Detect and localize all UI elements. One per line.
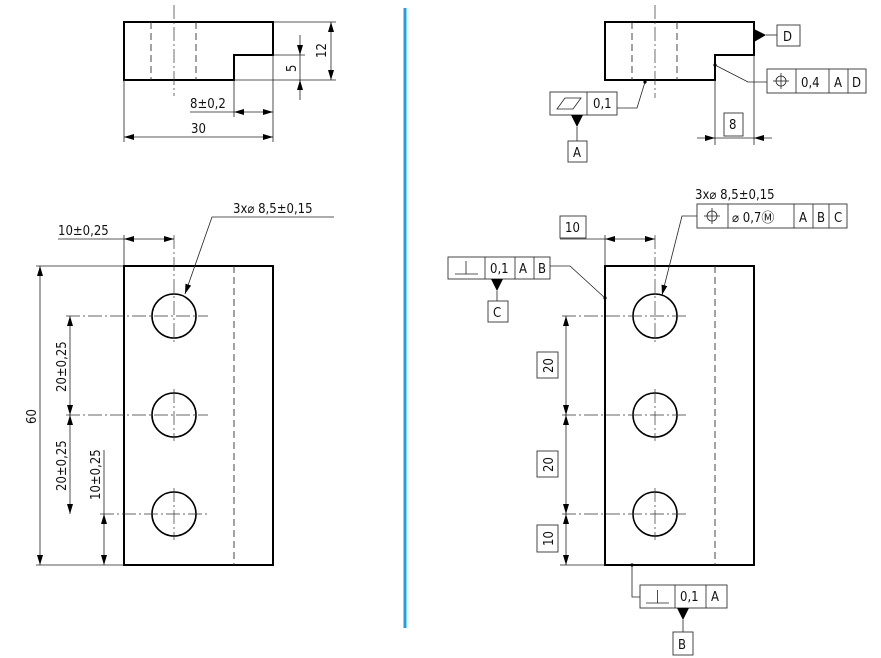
svg-text:A: A	[799, 211, 807, 226]
dim-10-bottom: 10±0,25	[89, 449, 104, 500]
hole-callout: 3x⌀ 8,5±0,15	[233, 202, 313, 217]
hole-callout: 3x⌀ 8,5±0,15	[695, 188, 775, 203]
datum-d: D	[783, 30, 792, 45]
flatness-icon	[556, 97, 582, 110]
dim-20-a: 20	[542, 358, 557, 373]
dim-30: 30	[191, 122, 206, 137]
svg-text:A: A	[711, 590, 719, 605]
datum-b: B	[678, 638, 686, 653]
perpendicularity-icon	[455, 261, 478, 275]
svg-text:0,1: 0,1	[593, 97, 612, 112]
svg-text:D: D	[852, 76, 861, 91]
datum-a: A	[573, 146, 581, 161]
left-top-view: 12 5 8±0,2 30	[123, 5, 336, 142]
dim-20-a: 20±0,25	[55, 341, 70, 392]
svg-text:0,1: 0,1	[490, 262, 509, 277]
dim-5: 5	[285, 65, 300, 72]
dim-20-b: 20±0,25	[55, 440, 70, 491]
dim-60: 60	[25, 409, 40, 424]
part-outline	[123, 21, 274, 81]
dim-10-bottom: 10	[542, 531, 557, 546]
dim-20-b: 20	[542, 457, 557, 472]
svg-text:A: A	[834, 76, 842, 91]
dim-10-top: 10	[565, 221, 580, 236]
svg-text:B: B	[817, 211, 825, 226]
dim-10-top: 10±0,25	[58, 224, 109, 239]
svg-text:0,4: 0,4	[801, 76, 820, 91]
perpendicularity-frame-bottom: 0,1 A	[639, 584, 728, 609]
svg-text:C: C	[834, 211, 842, 226]
dim-12: 12	[315, 43, 330, 58]
dim-8: 8±0,2	[190, 97, 226, 112]
svg-text:B: B	[538, 262, 546, 277]
svg-text:⌀ 0,7Ⓜ: ⌀ 0,7Ⓜ	[732, 211, 774, 226]
flatness-frame: 0,1	[549, 91, 618, 116]
holes	[66, 235, 208, 540]
dim-8-basic: 8	[729, 118, 736, 133]
perpendicularity-icon	[646, 590, 669, 604]
svg-text:A: A	[519, 262, 527, 277]
part-outline	[123, 265, 274, 566]
left-front-view: 10±0,25 3x⌀ 8,5±0,15 60 20±0,25 20±0,25 …	[25, 202, 334, 566]
datum-c: C	[493, 306, 501, 321]
svg-text:0,1: 0,1	[680, 590, 699, 605]
